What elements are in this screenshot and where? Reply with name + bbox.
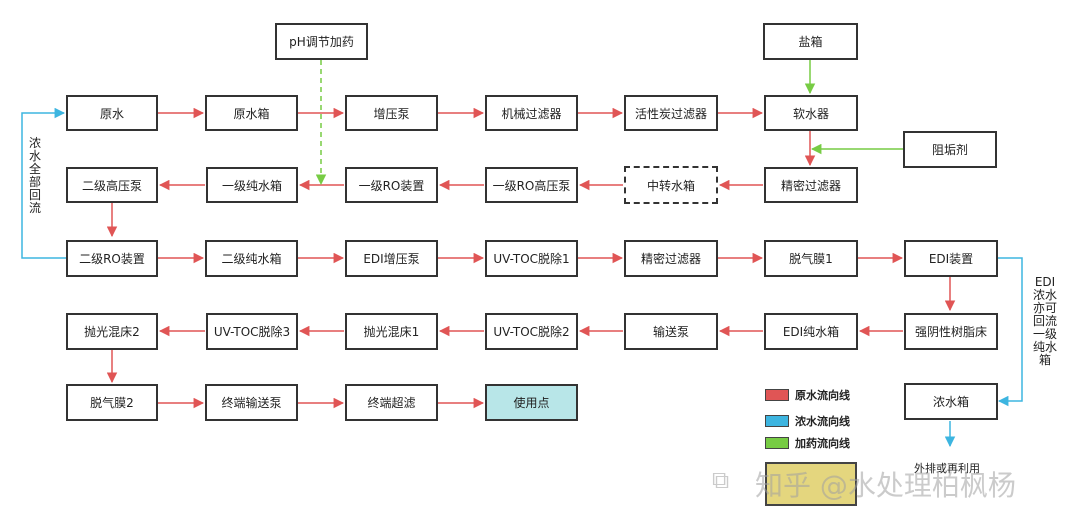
salt-tank-node: 盐箱 [763, 23, 858, 60]
uv-toc-2-node: UV-TOC脱除2 [485, 313, 578, 350]
legend-yellow-box [765, 462, 857, 506]
primary-ro-node: 一级RO装置 [345, 167, 438, 203]
anion-resin-bed-node: 强阴性树脂床 [904, 313, 998, 350]
legend-concentrate: 浓水流向线 [765, 413, 850, 429]
degas-membrane-2-node: 脱气膜2 [66, 384, 158, 421]
terminal-uf-node: 终端超滤 [345, 384, 438, 421]
edi-pure-tank-node: EDI纯水箱 [764, 313, 858, 350]
vertical-label-char: 浓 [28, 136, 41, 150]
secondary-ro-node: 二级RO装置 [66, 240, 158, 277]
legend-raw-water: 原水流向线 [765, 387, 850, 403]
primary-pure-tank-node: 一级纯水箱 [206, 167, 298, 203]
polishing-bed-1-node: 抛光混床1 [345, 313, 438, 350]
transfer-tank-node: 中转水箱 [624, 166, 718, 204]
degas-membrane-1-node: 脱气膜1 [764, 240, 858, 277]
vertical-label-char: 纯水 [1032, 340, 1057, 354]
use-point-node: 使用点 [485, 384, 578, 421]
terminal-pump-node: 终端输送泵 [205, 384, 298, 421]
legend-swatch [765, 389, 789, 401]
left-recirculation-label: 浓水全部回流 [28, 137, 42, 215]
vertical-label-char: 箱 [1038, 353, 1051, 367]
vertical-label-char: 回流 [1032, 314, 1057, 328]
secondary-hp-pump-node: 二级高压泵 [66, 167, 158, 203]
vertical-label-char: 水 [28, 149, 41, 163]
discharge-label: 外排或再利用 [914, 462, 980, 475]
vertical-label-char: 部 [28, 175, 41, 189]
edi-device-node: EDI装置 [904, 240, 998, 277]
raw-water-tank-node: 原水箱 [205, 95, 298, 131]
uv-toc-3-node: UV-TOC脱除3 [206, 313, 298, 350]
concentrate-flow-line [21, 107, 66, 259]
polishing-bed-2-node: 抛光混床2 [66, 313, 158, 350]
legend-swatch [765, 437, 789, 449]
mechanical-filter-node: 机械过滤器 [485, 95, 578, 131]
vertical-label-char: 回 [28, 188, 41, 202]
legend-dosing: 加药流向线 [765, 435, 850, 451]
antiscalant-node: 阻垢剂 [903, 131, 997, 168]
carbon-filter-node: 活性炭过滤器 [624, 95, 718, 131]
softener-node: 软水器 [764, 95, 858, 131]
vertical-label-char: 一级 [1032, 327, 1057, 341]
edi-booster-pump-node: EDI增压泵 [345, 240, 438, 277]
concentrate-flow-line [997, 257, 1023, 407]
secondary-pure-tank-node: 二级纯水箱 [205, 240, 298, 277]
vertical-label-char: 浓水 [1032, 288, 1057, 302]
delivery-pump-node: 输送泵 [624, 313, 718, 350]
watermark-logo-icon: ⧉ [712, 466, 730, 494]
legend-label: 原水流向线 [795, 389, 850, 402]
ph-dosing-node: pH调节加药 [275, 23, 368, 60]
concentrate-tank-node: 浓水箱 [904, 383, 998, 420]
watermark-text: 知乎 @水处理柏枫杨 [755, 469, 1016, 502]
precision-filter-node: 精密过滤器 [764, 167, 858, 203]
vertical-label-char: 亦可 [1032, 301, 1057, 315]
legend-swatch [765, 415, 789, 427]
primary-ro-hp-pump-node: 一级RO高压泵 [485, 167, 578, 203]
vertical-label-char: 全 [28, 162, 41, 176]
legend-label: 加药流向线 [795, 437, 850, 450]
vertical-label-char: EDI [1034, 275, 1056, 289]
legend-label: 浓水流向线 [795, 415, 850, 428]
precision-filter-2-node: 精密过滤器 [624, 240, 718, 277]
booster-pump-node: 增压泵 [345, 95, 438, 131]
raw-water-node: 原水 [66, 95, 158, 131]
vertical-label-char: 流 [28, 201, 41, 215]
uv-toc-1-node: UV-TOC脱除1 [485, 240, 578, 277]
